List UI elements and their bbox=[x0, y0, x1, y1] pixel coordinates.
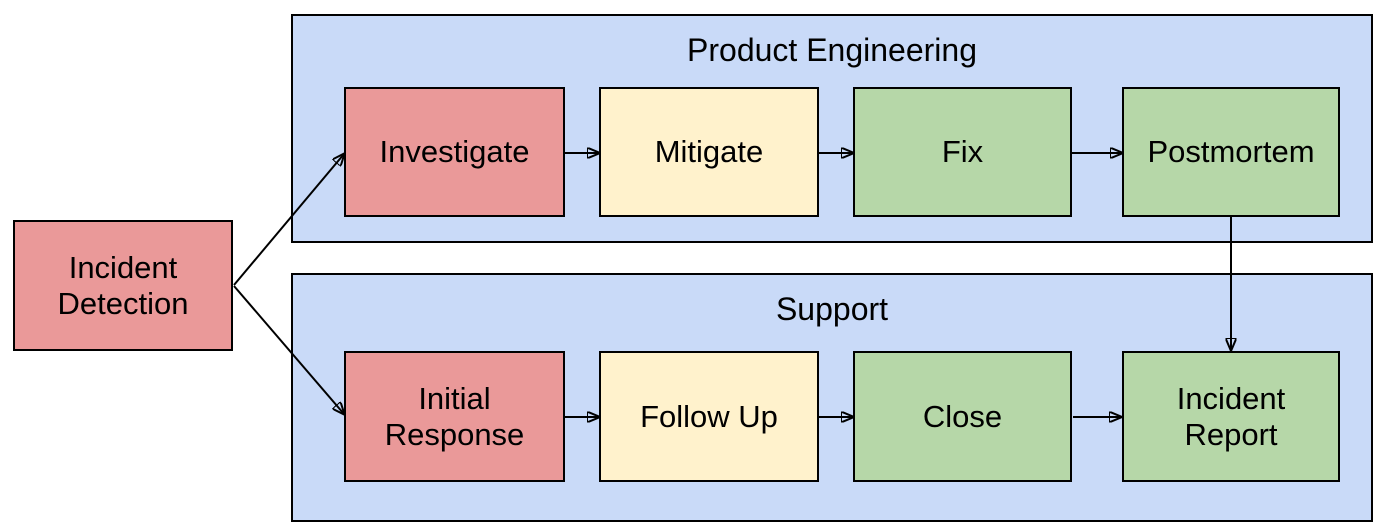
node-fix: Fix bbox=[853, 87, 1072, 217]
lane-title-support: Support bbox=[775, 291, 889, 327]
node-close: Close bbox=[853, 351, 1072, 482]
lane-title-product-engineering: Product Engineering bbox=[687, 32, 977, 68]
node-follow-up: Follow Up bbox=[599, 351, 819, 482]
node-postmortem: Postmortem bbox=[1122, 87, 1340, 217]
node-initial-response: Initial Response bbox=[344, 351, 565, 482]
node-mitigate: Mitigate bbox=[599, 87, 819, 217]
node-investigate: Investigate bbox=[344, 87, 565, 217]
node-incident-report: Incident Report bbox=[1122, 351, 1340, 482]
node-incident-detection: Incident Detection bbox=[13, 220, 233, 351]
